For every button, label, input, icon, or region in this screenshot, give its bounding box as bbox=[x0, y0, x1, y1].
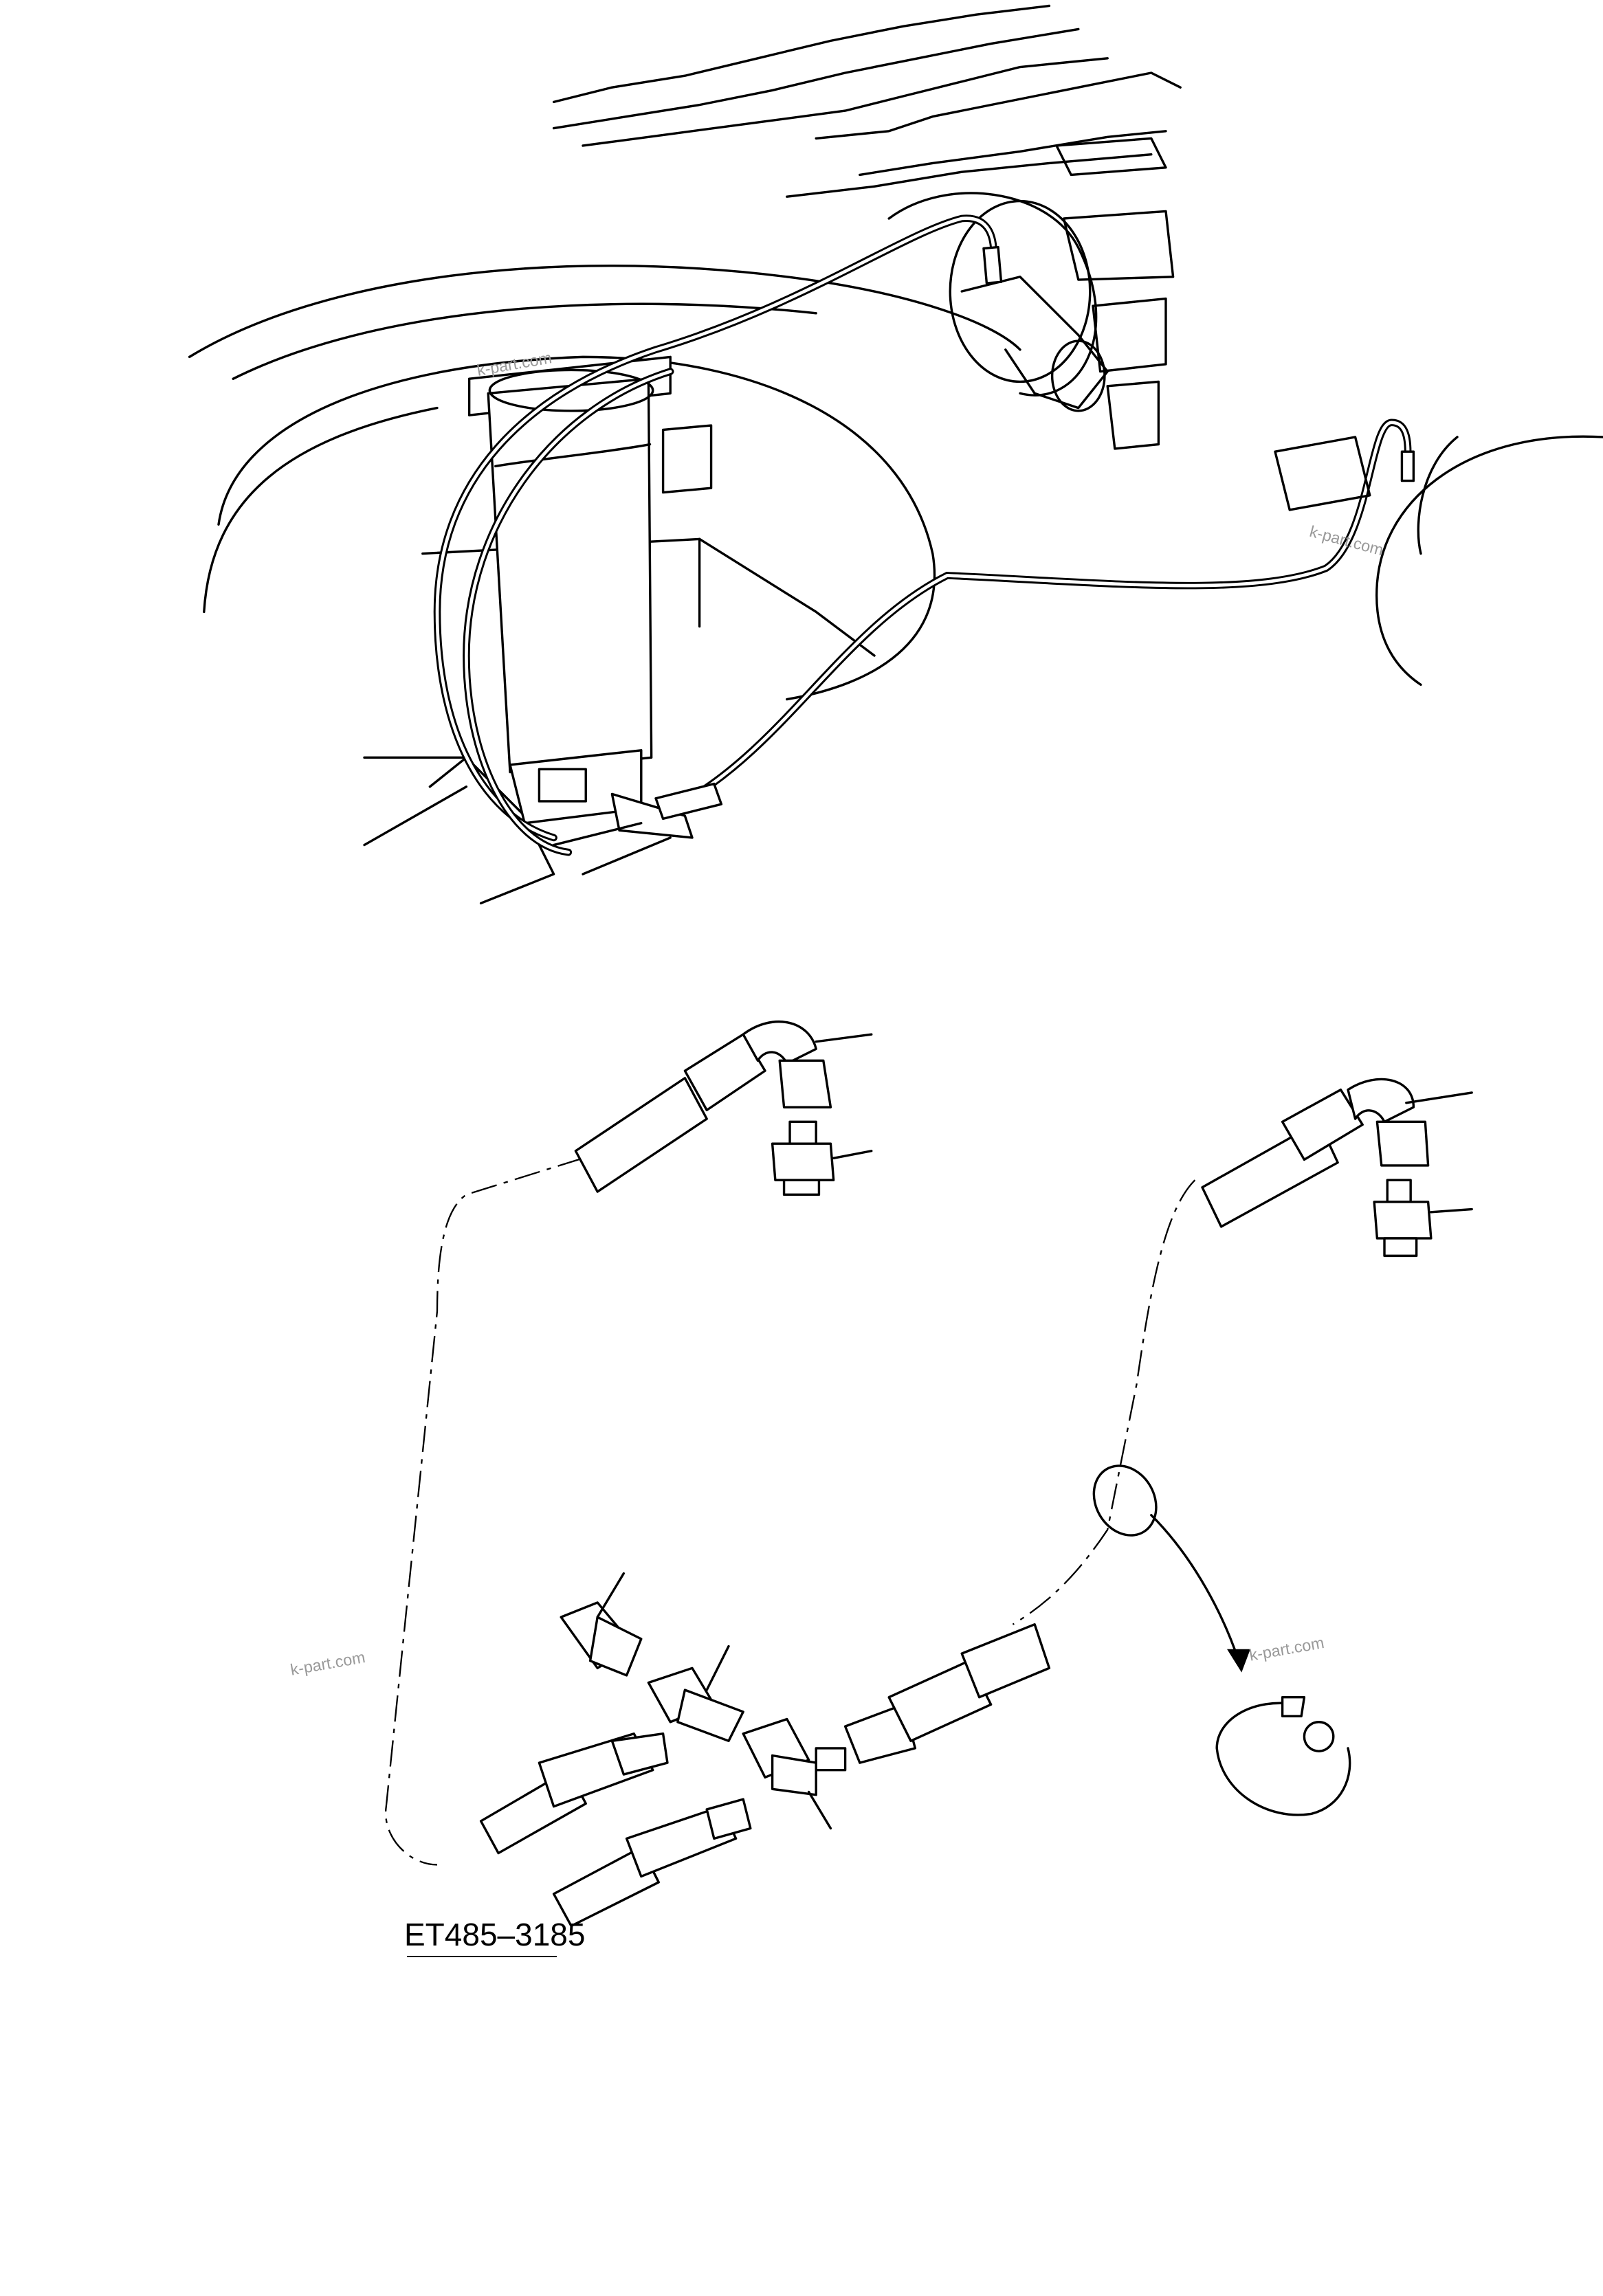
tire-illustration bbox=[552, 4, 1182, 450]
hose-routing bbox=[433, 214, 1415, 876]
exploded-fittings-view bbox=[384, 1020, 1473, 1928]
watermark: k-part.com bbox=[1307, 522, 1385, 559]
watermark: k-part.com bbox=[1248, 1634, 1325, 1664]
label-underline bbox=[407, 1956, 557, 1957]
axle-illustration bbox=[1274, 435, 1603, 687]
hose-clamp bbox=[1215, 1696, 1351, 1816]
watermark: k-part.com bbox=[289, 1648, 366, 1679]
accumulator-tank bbox=[467, 355, 713, 825]
fender-frame bbox=[188, 265, 1021, 905]
figure-code-label: ET485–3185 bbox=[404, 1917, 586, 1952]
